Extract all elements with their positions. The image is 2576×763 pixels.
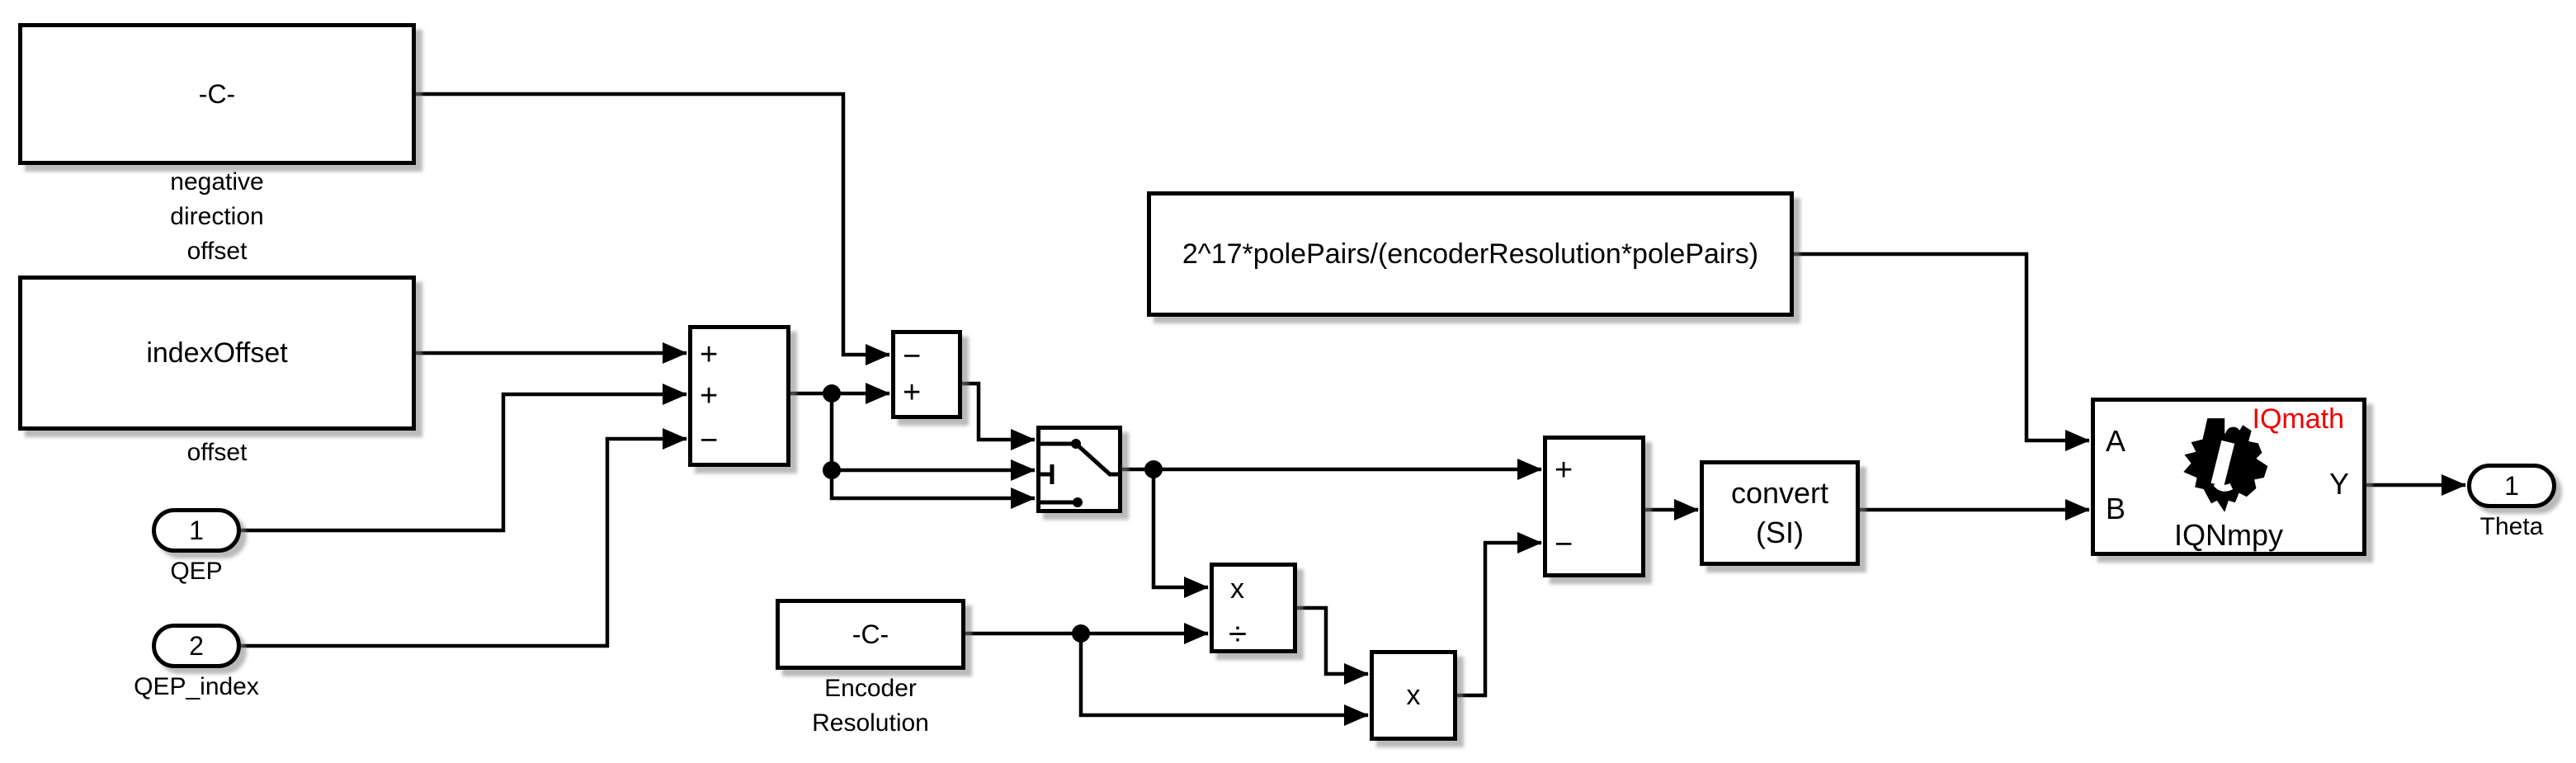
iqnmpy-port-b-label: B (2106, 492, 2126, 525)
iqnmpy-block[interactable]: IQmath A B Y IQNmpy (2091, 398, 2366, 556)
port-label-qep-index: QEP_index (134, 673, 259, 700)
wire-gain-to-iqn-a[interactable] (1794, 252, 2090, 451)
wire-junction-dot (823, 384, 841, 403)
port-label-theta: Theta (2479, 513, 2544, 540)
sum-sign-minus: − (1555, 527, 1573, 562)
divide-block[interactable]: x ÷ (1210, 563, 1297, 653)
wire-sum2-to-switch-top[interactable] (962, 381, 1036, 450)
inport-number: 1 (189, 515, 204, 545)
wire-switch-branch-to-divide[interactable] (1151, 469, 1209, 598)
wire-qep-to-sum1[interactable] (241, 384, 687, 533)
constant-encoder-resolution[interactable]: -C- (776, 599, 965, 670)
switch-block[interactable] (1036, 426, 1122, 513)
iqmath-badge: IQmath (2252, 403, 2344, 435)
multiply-sign: x (1230, 573, 1244, 605)
constant-gain-expression[interactable]: 2^17*polePairs/(encoderResolution*polePa… (1147, 191, 1794, 317)
sum-sign-minus: − (903, 339, 922, 374)
constant-value: indexOffset (146, 337, 288, 369)
port-label-qep: QEP (170, 558, 223, 585)
switch-glyph (1040, 439, 1118, 507)
outport-theta[interactable]: 1 (2467, 464, 2556, 508)
sum-sign-plus: + (903, 375, 922, 410)
wire-encres-branch-to-product[interactable] (1078, 633, 1369, 726)
wire-junction-dot (1144, 460, 1163, 478)
outport-number: 1 (2504, 470, 2519, 501)
wire-qepindex-to-sum1[interactable] (241, 428, 687, 648)
sum-sign-plus: + (1555, 453, 1573, 487)
block-label-encoder-resolution: Encoder Resolution (812, 675, 929, 737)
wire-junction-dot (823, 461, 841, 479)
block-label-offset: offset (186, 439, 248, 466)
inport-number: 2 (189, 630, 204, 661)
constant-index-offset[interactable]: indexOffset (18, 276, 416, 431)
product-block[interactable]: x (1370, 650, 1457, 741)
sum-sign-plus: + (700, 379, 719, 413)
divide-sign: ÷ (1229, 616, 1247, 652)
sum-block-final[interactable]: + − (1543, 436, 1645, 577)
multiply-sign: x (1406, 680, 1421, 711)
sum-block-direction[interactable]: − + (891, 330, 962, 419)
iqnmpy-port-a-label: A (2106, 424, 2126, 458)
sum-sign-plus: + (700, 337, 719, 372)
wire-junction-dot (1072, 624, 1090, 643)
constant-value: -C- (198, 79, 236, 109)
inport-qep-index[interactable]: 2 (152, 624, 241, 668)
wire-divide-to-product[interactable] (1297, 605, 1369, 685)
iqnmpy-port-y-label: Y (2328, 467, 2349, 501)
convert-si-block[interactable]: convert (SI) (1700, 460, 1860, 566)
sum-block-offset[interactable]: + + − (688, 325, 790, 467)
block-label-negative-direction-offset: negative direction offset (170, 168, 264, 265)
constant-negative-direction-offset[interactable]: -C- (18, 23, 416, 165)
wire-sum1-branch-to-switch-bottom[interactable] (829, 470, 1036, 509)
convert-label: convert (SI) (1730, 476, 1829, 549)
iqnmpy-name: IQNmpy (2173, 518, 2283, 552)
wire-product-to-sum3[interactable] (1457, 532, 1542, 698)
constant-value: 2^17*polePairs/(encoderResolution*polePa… (1182, 238, 1759, 270)
sum-sign-minus: − (700, 423, 719, 458)
inport-qep[interactable]: 1 (152, 508, 241, 553)
wire-negoffset-to-sum2[interactable] (416, 92, 890, 365)
ti-texas-logo-icon (2183, 418, 2268, 512)
constant-value: -C- (852, 619, 889, 649)
